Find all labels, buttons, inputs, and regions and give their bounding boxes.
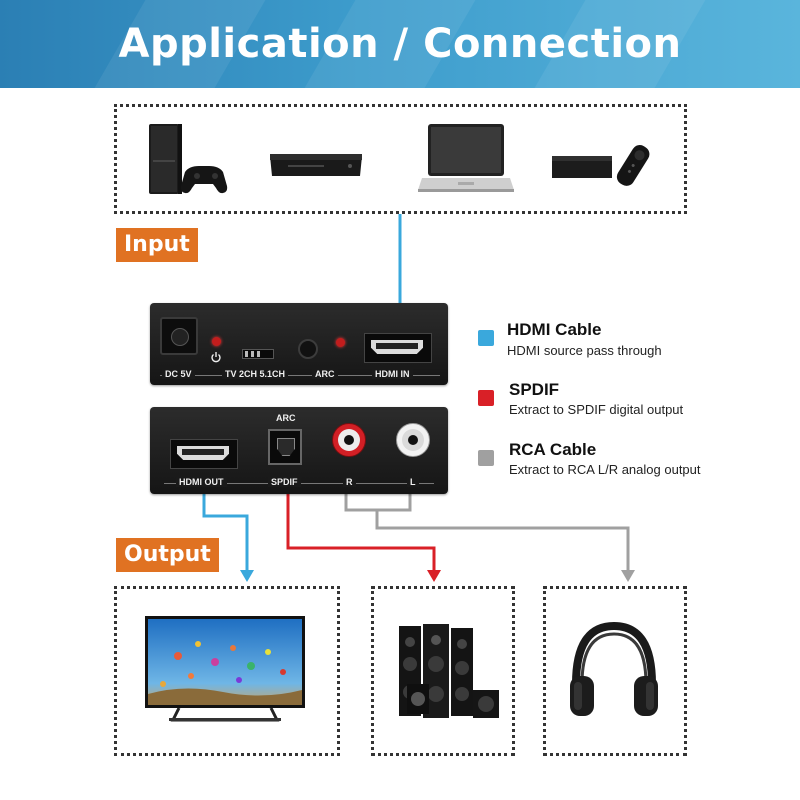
channel-switch[interactable] <box>242 349 274 359</box>
arc-label: ARC <box>312 369 338 379</box>
television-icon <box>143 614 309 726</box>
hdmi-in-port <box>364 333 432 363</box>
rca-legend-swatch <box>478 450 494 466</box>
power-led <box>212 337 221 346</box>
hdmi-legend-swatch <box>478 330 494 346</box>
hdmi-out-label: HDMI OUT <box>176 477 227 487</box>
speaker-system-icon <box>393 622 503 720</box>
r-label: R <box>343 477 356 487</box>
spdif-legend-desc: Extract to SPDIF digital output <box>509 402 683 417</box>
arc-top-label: ARC <box>276 413 296 423</box>
hdmi-out-port <box>170 439 238 469</box>
power-icon <box>210 351 222 363</box>
hdmi-legend-desc: HDMI source pass through <box>507 343 662 358</box>
rca-left-port <box>396 423 430 457</box>
headphones-icon <box>566 618 662 722</box>
spdif-port <box>268 429 302 465</box>
spdif-legend-title: SPDIF <box>509 380 559 400</box>
rca-legend-desc: Extract to RCA L/R analog output <box>509 462 701 477</box>
hdmi-in-label: HDMI IN <box>372 369 413 379</box>
dc-jack <box>160 317 198 355</box>
hdmi-legend-title: HDMI Cable <box>507 320 601 340</box>
spdif-label: SPDIF <box>268 477 301 487</box>
l-label: L <box>407 477 419 487</box>
dc-label: DC 5V <box>162 369 195 379</box>
output-tag: Output <box>116 538 219 572</box>
arc-button[interactable] <box>298 339 318 359</box>
output-panel: ARC HDMI OUT SPDIF R L <box>150 407 448 494</box>
switch-label: TV 2CH 5.1CH <box>222 369 288 379</box>
input-panel: DC 5V TV 2CH 5.1CH ARC HDMI IN <box>150 303 448 385</box>
rca-legend-title: RCA Cable <box>509 440 596 460</box>
spdif-legend-swatch <box>478 390 494 406</box>
rca-right-port <box>332 423 366 457</box>
arc-led <box>336 338 345 347</box>
